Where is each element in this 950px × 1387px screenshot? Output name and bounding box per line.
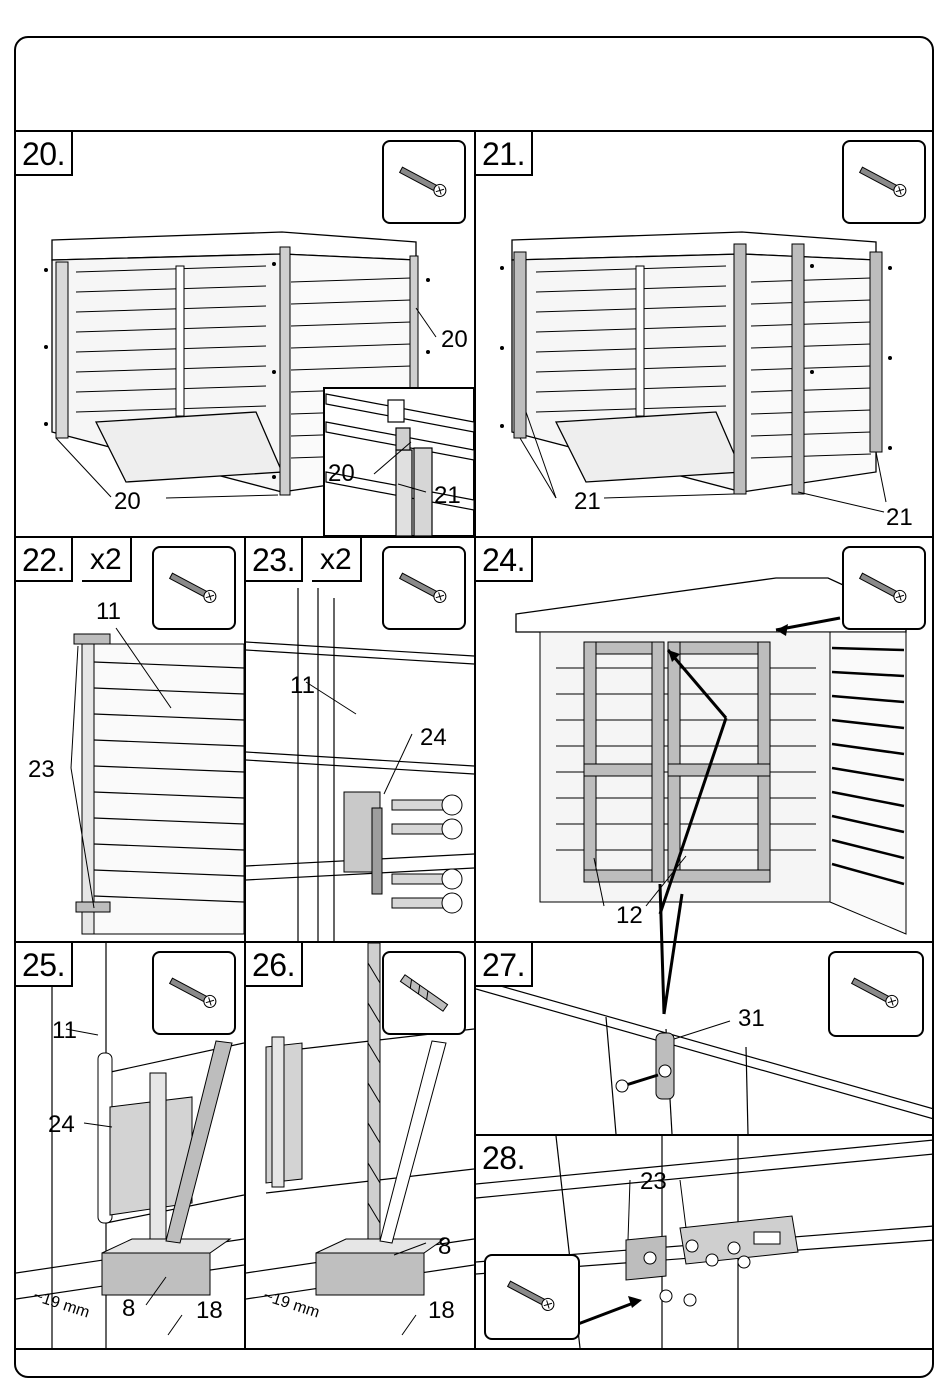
- drill-bit-icon: [382, 951, 466, 1035]
- quantity-multiplier: x2: [312, 538, 362, 582]
- step-25-panel: 25. 11 24 8 18 ~19 mm: [16, 943, 244, 1348]
- screw-icon: [152, 546, 236, 630]
- step-number: 27.: [476, 943, 533, 987]
- part-label: 12: [616, 904, 643, 928]
- screw-icon: [842, 140, 926, 224]
- part-label: 21: [574, 490, 601, 514]
- part-label: 24: [48, 1113, 75, 1137]
- step-28-panel: 28. 23: [476, 1136, 934, 1348]
- screw-icon: [842, 546, 926, 630]
- part-label: 8: [438, 1235, 451, 1259]
- step-number: 20.: [16, 132, 73, 176]
- step-26-panel: 26. 8 18 ~19 mm: [246, 943, 474, 1348]
- part-label: 20: [441, 328, 468, 352]
- part-label: 11: [52, 1019, 77, 1043]
- part-label: 20: [328, 462, 355, 486]
- step-27-panel: 27. 31: [476, 943, 934, 1134]
- screw-icon: [484, 1254, 580, 1340]
- part-label: 21: [434, 484, 461, 508]
- part-label: 18: [196, 1299, 223, 1323]
- step-number: 26.: [246, 943, 303, 987]
- step-number: 21.: [476, 132, 533, 176]
- step-20-panel: 20. 20 20 20 21: [16, 132, 474, 536]
- part-label: 20: [114, 490, 141, 514]
- screw-icon: [382, 140, 466, 224]
- step-number: 28.: [476, 1136, 531, 1180]
- part-label: 8: [122, 1297, 135, 1321]
- part-label: 31: [738, 1007, 765, 1031]
- part-label: 24: [420, 726, 447, 750]
- part-label: 21: [886, 506, 913, 530]
- part-label: 18: [428, 1299, 455, 1323]
- step-number: 23.: [246, 538, 303, 582]
- step-number: 22.: [16, 538, 73, 582]
- part-label: 23: [640, 1170, 667, 1194]
- screw-icon: [152, 951, 236, 1035]
- step-22-panel: 22. x2 11 23: [16, 538, 244, 941]
- screw-icon: [828, 951, 924, 1037]
- quantity-multiplier: x2: [82, 538, 132, 582]
- part-label: 11: [290, 674, 315, 698]
- step-21-panel: 21. 21 21: [476, 132, 934, 536]
- screw-icon: [382, 546, 466, 630]
- step-23-panel: 23. x2 11 24: [246, 538, 474, 941]
- step-number: 24.: [476, 538, 533, 582]
- part-label: 23: [28, 758, 55, 782]
- part-label: 11: [96, 600, 121, 624]
- step-number: 25.: [16, 943, 73, 987]
- step-24-panel: 24. 12: [476, 538, 934, 941]
